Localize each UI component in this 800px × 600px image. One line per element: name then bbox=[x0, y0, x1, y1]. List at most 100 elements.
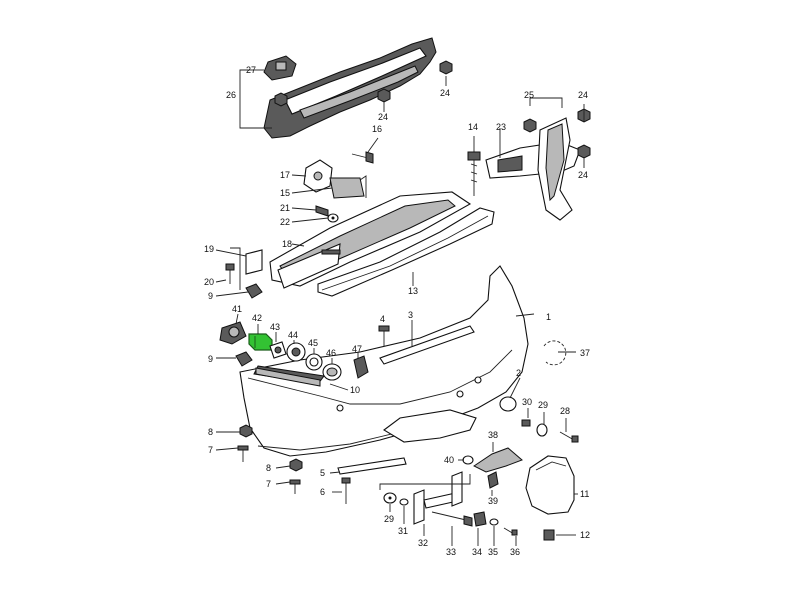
washer-29-right bbox=[536, 423, 548, 437]
label-part-35: 35 bbox=[488, 547, 498, 557]
side-bracket-23 bbox=[485, 117, 581, 221]
spacer-43 bbox=[269, 341, 287, 359]
leader-lines bbox=[215, 128, 578, 546]
label-part-6: 6 bbox=[320, 487, 325, 497]
label-part-25: 25 bbox=[524, 90, 534, 100]
screw-7-left bbox=[237, 445, 249, 462]
bumper-bar-13 bbox=[317, 207, 495, 297]
label-part-7: 7 bbox=[266, 479, 271, 489]
label-part-40: 40 bbox=[444, 455, 454, 465]
label-part-24: 24 bbox=[578, 90, 588, 100]
strip-5 bbox=[337, 457, 407, 475]
washer-29-lower bbox=[383, 492, 397, 504]
label-part-22: 22 bbox=[280, 217, 290, 227]
label-part-44: 44 bbox=[288, 330, 298, 340]
label-part-16: 16 bbox=[372, 124, 382, 134]
washer-31 bbox=[399, 498, 409, 506]
label-part-24: 24 bbox=[378, 112, 388, 122]
label-part-12: 12 bbox=[580, 530, 590, 540]
label-part-1: 1 bbox=[546, 312, 551, 322]
reflector-10 bbox=[255, 367, 321, 387]
sensor-42-highlighted bbox=[248, 333, 273, 351]
label-part-2: 2 bbox=[516, 368, 521, 378]
label-part-7: 7 bbox=[208, 445, 213, 455]
bolt-12 bbox=[543, 529, 566, 541]
label-part-8: 8 bbox=[266, 463, 271, 473]
clip-27 bbox=[263, 55, 297, 81]
bracket-19 bbox=[230, 247, 263, 290]
shield-38 bbox=[473, 447, 523, 473]
label-part-34: 34 bbox=[472, 547, 482, 557]
bracket-32 bbox=[413, 471, 463, 525]
bolt-30 bbox=[521, 419, 531, 427]
bolt-20 bbox=[225, 263, 235, 284]
label-part-43: 43 bbox=[270, 322, 280, 332]
label-part-20: 20 bbox=[204, 277, 214, 287]
sensor-ring-37 bbox=[543, 340, 567, 366]
bolt-16 bbox=[351, 151, 374, 164]
washer-35 bbox=[489, 518, 499, 526]
bracket-15-17 bbox=[303, 159, 367, 199]
strip-3 bbox=[379, 325, 475, 365]
label-part-15: 15 bbox=[280, 188, 290, 198]
label-part-39: 39 bbox=[488, 496, 498, 506]
bolt-21-washer-22 bbox=[315, 205, 339, 223]
bolt-4 bbox=[378, 325, 390, 346]
label-part-33: 33 bbox=[446, 547, 456, 557]
cap-2 bbox=[499, 396, 517, 412]
washer-40 bbox=[462, 455, 474, 465]
label-part-38: 38 bbox=[488, 430, 498, 440]
ring-44 bbox=[286, 342, 306, 362]
label-part-30: 30 bbox=[522, 397, 532, 407]
label-part-5: 5 bbox=[320, 468, 325, 478]
pin-6 bbox=[341, 477, 351, 504]
label-part-45: 45 bbox=[308, 338, 318, 348]
nut-9-lower bbox=[235, 351, 253, 367]
label-part-23: 23 bbox=[496, 122, 506, 132]
label-part-29: 29 bbox=[384, 514, 394, 524]
label-part-11: 11 bbox=[580, 489, 589, 499]
grommet-41 bbox=[219, 321, 247, 345]
label-part-32: 32 bbox=[418, 538, 428, 548]
part-labels: 26 27 24 24 16 14 23 25 24 24 17 15 21 2… bbox=[204, 65, 590, 557]
label-part-24: 24 bbox=[578, 170, 588, 180]
label-part-36: 36 bbox=[510, 547, 520, 557]
bolt-14 bbox=[467, 136, 481, 196]
nut-9-upper bbox=[245, 283, 263, 299]
upper-support-bracket bbox=[263, 37, 437, 139]
label-part-10: 10 bbox=[350, 385, 360, 395]
label-part-13: 13 bbox=[408, 286, 418, 296]
screw-36 bbox=[503, 527, 518, 536]
label-part-27: 27 bbox=[246, 65, 256, 75]
label-part-24: 24 bbox=[440, 88, 450, 98]
label-part-19: 19 bbox=[204, 244, 214, 254]
label-part-29: 29 bbox=[538, 400, 548, 410]
label-part-17: 17 bbox=[280, 170, 290, 180]
label-part-3: 3 bbox=[408, 310, 413, 320]
label-part-21: 21 bbox=[280, 203, 290, 213]
clip-39 bbox=[487, 471, 499, 489]
nut-34 bbox=[473, 511, 487, 527]
ring-45 bbox=[305, 353, 323, 371]
label-part-46: 46 bbox=[326, 348, 336, 358]
label-part-26: 26 bbox=[226, 90, 236, 100]
nut-8-left bbox=[239, 424, 253, 438]
label-part-14: 14 bbox=[468, 122, 478, 132]
cover-11 bbox=[525, 455, 575, 515]
nuts-24-top bbox=[274, 60, 453, 107]
label-part-9: 9 bbox=[208, 291, 213, 301]
label-part-28: 28 bbox=[560, 406, 570, 416]
label-part-4: 4 bbox=[380, 314, 385, 324]
label-part-42: 42 bbox=[252, 313, 262, 323]
label-part-9: 9 bbox=[208, 354, 213, 364]
impact-absorber-18 bbox=[269, 191, 472, 289]
screw-28 bbox=[559, 431, 579, 443]
bolt-33 bbox=[431, 511, 473, 527]
label-part-8: 8 bbox=[208, 427, 213, 437]
nut-8-mid bbox=[289, 458, 303, 472]
label-part-47: 47 bbox=[352, 344, 362, 354]
label-part-41: 41 bbox=[232, 304, 242, 314]
label-part-37: 37 bbox=[580, 348, 590, 358]
sensor-47 bbox=[353, 355, 369, 379]
